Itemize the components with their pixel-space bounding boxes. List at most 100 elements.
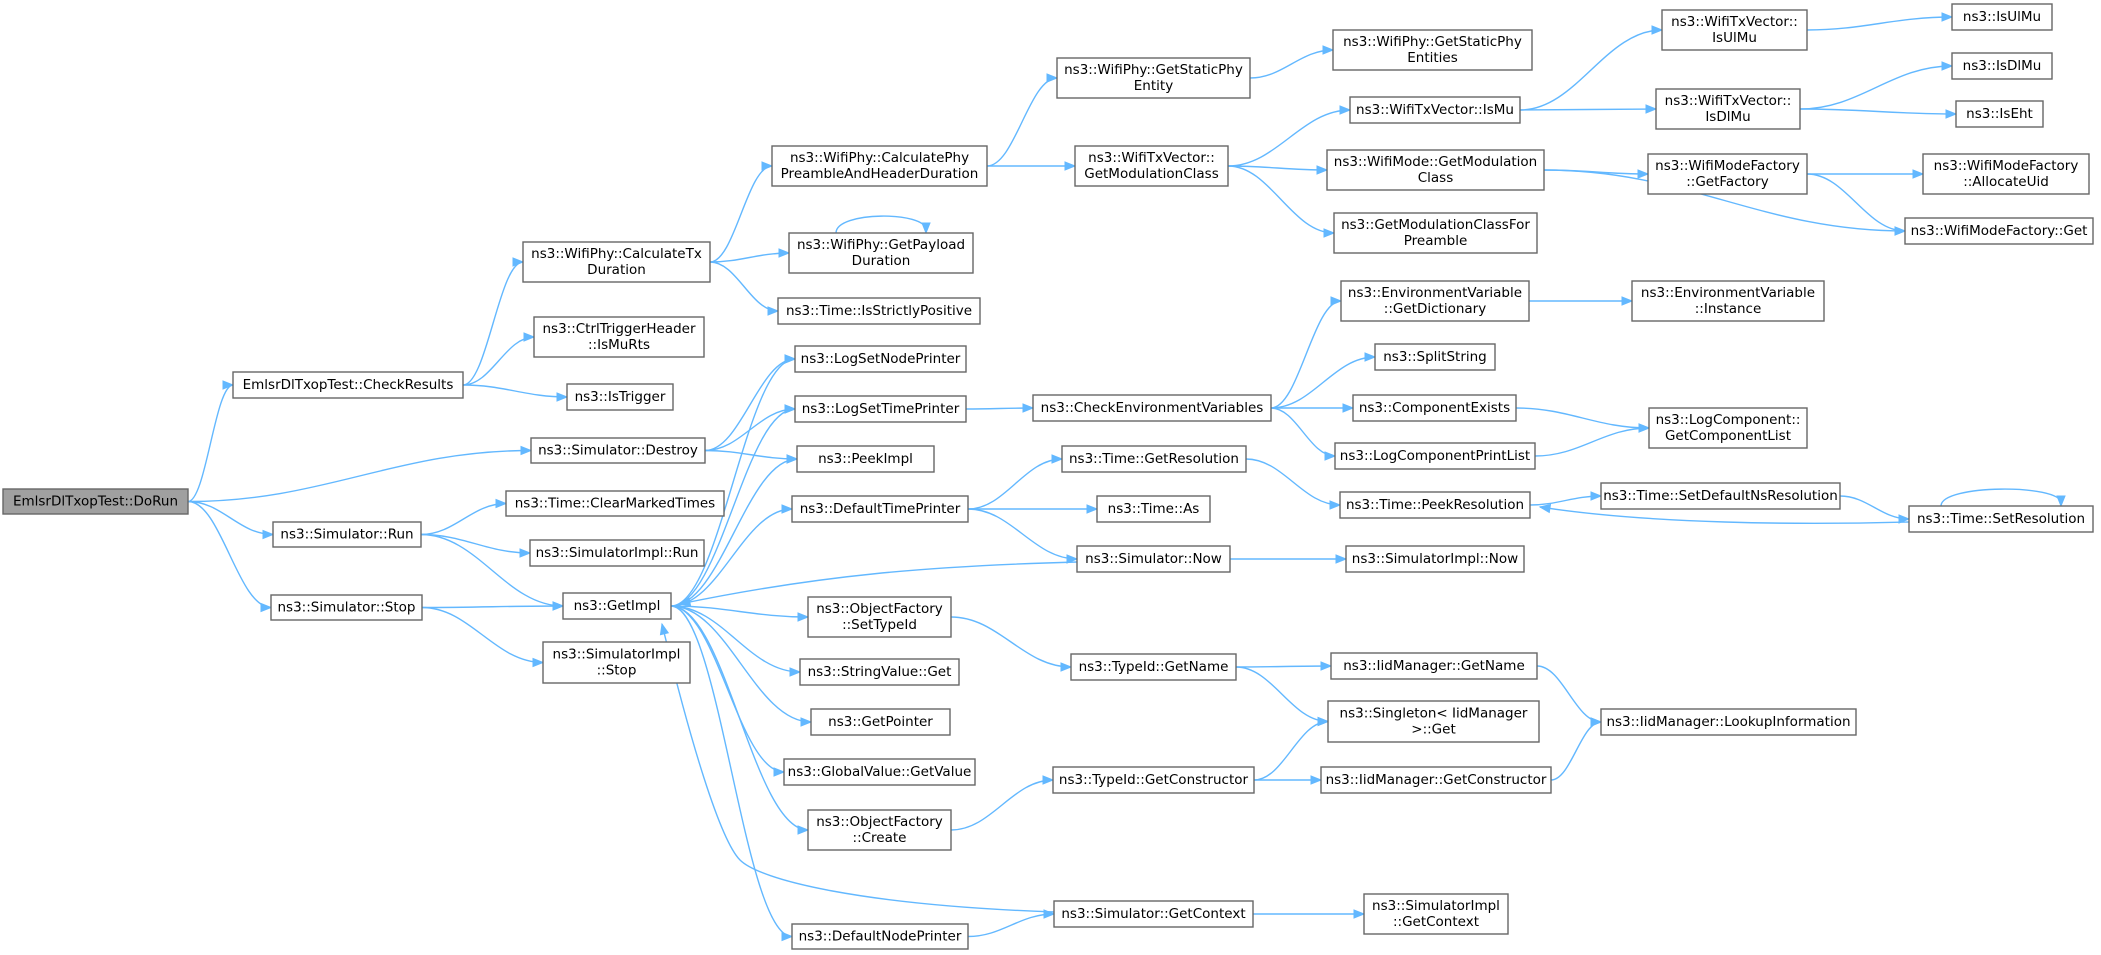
node-box	[1951, 3, 2053, 31]
node-lookupinfo[interactable]: ns3::IidManager::LookupInformation	[1600, 708, 1857, 736]
node-objfact-create[interactable]: ns3::ObjectFactory::Create	[807, 809, 952, 851]
node-label: ns3::WifiModeFactory	[1655, 158, 1800, 174]
node-allocuid[interactable]: ns3::WifiModeFactory::AllocateUid	[1922, 153, 2090, 195]
node-label: ns3::WifiPhy::GetPayload	[797, 237, 965, 253]
node-peekres[interactable]: ns3::Time::PeekResolution	[1339, 491, 1531, 519]
node-label: ns3::CheckEnvironmentVariables	[1041, 400, 1264, 416]
node-iseht[interactable]: ns3::IsEht	[1955, 100, 2044, 128]
node-envdict[interactable]: ns3::EnvironmentVariable::GetDictionary	[1340, 280, 1530, 322]
node-defnode[interactable]: ns3::DefaultNodePrinter	[791, 923, 969, 950]
node-box	[807, 809, 952, 851]
edge-calcpreamble-to-modclass	[987, 161, 1077, 171]
node-isdlmu[interactable]: ns3::IsDlMu	[1951, 52, 2053, 80]
edge-modclass-to-wifimode_modclass	[1227, 165, 1329, 175]
node-label: ns3::ObjectFactory	[816, 814, 943, 830]
node-label: ns3::WifiModeFactory::Get	[1911, 223, 2088, 239]
edge-checkresults-to-calctx	[462, 257, 525, 386]
node-simimpl-stop[interactable]: ns3::SimulatorImpl::Stop	[542, 641, 691, 684]
node-peekimpl[interactable]: ns3::PeekImpl	[796, 445, 935, 473]
node-istrigger[interactable]: ns3::IsTrigger	[566, 383, 674, 411]
node-isulmu[interactable]: ns3::IsUlMu	[1951, 3, 2053, 31]
node-setres[interactable]: ns3::Time::SetResolution	[1908, 505, 2094, 533]
node-compexists[interactable]: ns3::ComponentExists	[1352, 394, 1517, 422]
node-globalval[interactable]: ns3::GlobalValue::GetValue	[783, 758, 976, 786]
edge-calctx-to-calcpreamble	[709, 161, 774, 263]
node-box	[1922, 153, 2090, 195]
node-box	[1600, 482, 1841, 510]
node-simimpl-ctx[interactable]: ns3::SimulatorImpl::GetContext	[1363, 893, 1509, 935]
edge-deftime-to-getres	[967, 454, 1064, 510]
node-label: ns3::Time::SetDefaultNsResolution	[1603, 488, 1838, 504]
node-label: ns3::TypeId::GetName	[1079, 659, 1229, 675]
node-box	[1661, 9, 1808, 51]
edge-ismu-to-isdlmu_vec	[1519, 104, 1658, 114]
node-objfact-settype[interactable]: ns3::ObjectFactory::SetTypeId	[807, 596, 952, 638]
node-getcontext[interactable]: ns3::Simulator::GetContext	[1053, 900, 1254, 928]
node-sim-destroy[interactable]: ns3::Simulator::Destroy	[530, 437, 706, 464]
node-label: ns3::Simulator::Now	[1085, 551, 1222, 567]
node-typeid-getctor[interactable]: ns3::TypeId::GetConstructor	[1052, 766, 1255, 794]
node-modefact-get[interactable]: ns3::WifiModeFactory::Get	[1904, 217, 2094, 245]
node-strval[interactable]: ns3::StringValue::Get	[799, 658, 960, 686]
node-label: ns3::SimulatorImpl::Run	[536, 545, 699, 561]
node-box	[794, 345, 967, 373]
node-iid-getname[interactable]: ns3::IidManager::GetName	[1330, 652, 1538, 680]
node-setdefns[interactable]: ns3::Time::SetDefaultNsResolution	[1600, 482, 1841, 510]
node-label: IsUlMu	[1712, 30, 1757, 46]
node-simimpl-run[interactable]: ns3::SimulatorImpl::Run	[529, 539, 705, 567]
node-checkresults[interactable]: EmlsrDlTxopTest::CheckResults	[232, 371, 464, 399]
edge-typeid_getname-to-iid_getname	[1235, 661, 1333, 671]
node-ismu[interactable]: ns3::WifiTxVector::IsMu	[1349, 96, 1521, 124]
node-label: ::AllocateUid	[1963, 174, 2049, 190]
edge-isdlmu_vec-to-iseht	[1799, 108, 1958, 119]
node-isulmu-vec[interactable]: ns3::WifiTxVector::IsUlMu	[1661, 9, 1808, 51]
node-getcomplist[interactable]: ns3::LogComponent::GetComponentList	[1648, 407, 1808, 449]
node-sim-run[interactable]: ns3::Simulator::Run	[272, 521, 422, 548]
node-getimpl[interactable]: ns3::GetImpl	[562, 592, 672, 620]
edge-getimpl-to-lognode	[670, 354, 797, 607]
node-label: ns3::StringValue::Get	[808, 664, 952, 680]
node-envinst[interactable]: ns3::EnvironmentVariable::Instance	[1631, 280, 1825, 322]
node-simimpl-now[interactable]: ns3::SimulatorImpl::Now	[1345, 545, 1525, 573]
node-dorun[interactable]: EmlsrDlTxopTest::DoRun	[2, 488, 189, 515]
node-getres[interactable]: ns3::Time::GetResolution	[1061, 445, 1247, 473]
node-modclass[interactable]: ns3::WifiTxVector::GetModulationClass	[1074, 145, 1229, 187]
node-singleton[interactable]: ns3::Singleton< IidManager>::Get	[1327, 700, 1540, 743]
edge-iid_getctor-to-lookupinfo	[1550, 717, 1603, 781]
node-label: ns3::WifiModeFactory	[1934, 158, 2079, 174]
node-calcpreamble[interactable]: ns3::WifiPhy::CalculatePhyPreambleAndHea…	[771, 145, 988, 187]
node-wifimode-modclass[interactable]: ns3::WifiMode::GetModulationClass	[1326, 149, 1545, 191]
node-checkenv[interactable]: ns3::CheckEnvironmentVariables	[1032, 394, 1272, 422]
node-box	[1340, 280, 1530, 322]
node-splitstr[interactable]: ns3::SplitString	[1374, 343, 1496, 371]
node-logcomplist[interactable]: ns3::LogComponentPrintList	[1334, 442, 1536, 470]
node-box	[1951, 52, 2053, 80]
node-modefact-getfactory[interactable]: ns3::WifiModeFactory::GetFactory	[1647, 153, 1808, 195]
node-sim-stop[interactable]: ns3::Simulator::Stop	[270, 594, 423, 621]
node-label: ::SetTypeId	[842, 617, 917, 633]
node-box	[566, 383, 674, 411]
node-logtime[interactable]: ns3::LogSetTimePrinter	[794, 395, 967, 423]
node-strictpos[interactable]: ns3::Time::IsStrictlyPositive	[777, 297, 981, 325]
node-iid-getctor[interactable]: ns3::IidManager::GetConstructor	[1320, 766, 1552, 794]
node-simnow[interactable]: ns3::Simulator::Now	[1076, 545, 1231, 573]
node-timeas[interactable]: ns3::Time::As	[1096, 495, 1211, 523]
node-box	[783, 758, 976, 786]
node-label: ns3::DefaultTimePrinter	[800, 501, 961, 517]
node-label: ns3::EnvironmentVariable	[1348, 285, 1522, 301]
edge-checkenv-to-splitstr	[1270, 352, 1377, 409]
node-label: Duration	[852, 253, 911, 269]
edge-typeid_getname-to-singleton	[1235, 666, 1330, 727]
node-clearmarked[interactable]: ns3::Time::ClearMarkedTimes	[505, 490, 725, 517]
node-typeid-getname[interactable]: ns3::TypeId::GetName	[1070, 653, 1237, 681]
node-getpointer[interactable]: ns3::GetPointer	[810, 708, 951, 736]
node-isdlmu-vec[interactable]: ns3::WifiTxVector::IsDlMu	[1655, 88, 1801, 130]
node-lognode[interactable]: ns3::LogSetNodePrinter	[794, 345, 967, 373]
node-ctrltrig[interactable]: ns3::CtrlTriggerHeader::IsMuRts	[533, 316, 705, 358]
node-deftime[interactable]: ns3::DefaultTimePrinter	[791, 495, 969, 523]
